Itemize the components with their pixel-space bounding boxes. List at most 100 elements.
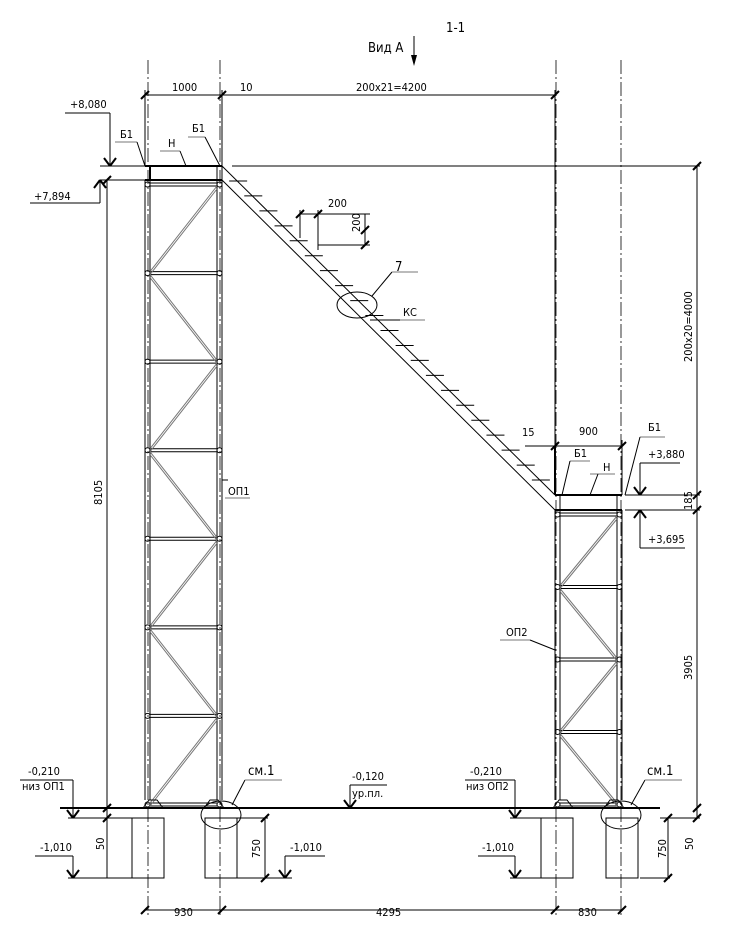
op1-diagonal [149, 628, 218, 715]
op1-diagonal [149, 539, 218, 627]
op1-node [216, 712, 223, 719]
label-op1: ОП1 [228, 485, 250, 498]
op1-node [216, 358, 223, 365]
leader [231, 779, 246, 806]
op2-diagonal [559, 588, 618, 659]
op1-diagonal [149, 451, 218, 538]
level-arrow [278, 869, 286, 879]
leader [529, 639, 556, 651]
op2-diagonal [559, 518, 618, 589]
view-label: Вид А [368, 41, 403, 56]
op1-base-plate [142, 799, 164, 809]
level-arrow [639, 486, 647, 496]
level-floor: -0,120 [352, 770, 384, 783]
op1-node [144, 535, 151, 542]
level-arrow [72, 869, 80, 879]
op2-diagonal [559, 660, 618, 731]
level-found-left-2: -1,010 [290, 841, 322, 854]
level-op1-top: +8,080 [70, 98, 107, 111]
op1-node [144, 624, 151, 631]
label-ladder: КС [403, 306, 417, 319]
label-b1-d: Б1 [648, 421, 661, 434]
dim-4295: 4295 [376, 906, 401, 919]
op1-node [216, 447, 223, 454]
dim-steps: 200x21=4200 [356, 81, 427, 94]
level-op1-bottom-note: низ ОП1 [22, 780, 65, 793]
level-arrow [349, 799, 357, 809]
dim-750-right: 750 [656, 839, 669, 858]
leader [561, 460, 571, 496]
level-op2-top: +3,880 [648, 448, 685, 461]
dim-tick [617, 905, 627, 915]
dim-8105: 8105 [92, 480, 105, 505]
op2-node [554, 584, 561, 590]
op2-node [554, 656, 561, 663]
op2-diagonal [559, 515, 618, 586]
dim-10: 10 [240, 81, 253, 94]
level-arrow [514, 869, 522, 879]
op1-node [216, 535, 223, 542]
detail-circle [600, 800, 642, 830]
op2-node [616, 729, 623, 735]
op2-diagonal [559, 591, 618, 662]
level-arrow [343, 799, 351, 809]
level-arrow [93, 179, 101, 189]
section-title: 1-1 [446, 21, 465, 36]
op1-node [144, 712, 151, 719]
level-found-left-1: -1,010 [40, 841, 72, 854]
level-op1-cap: +7,894 [34, 190, 71, 203]
op1-diagonal [149, 542, 218, 630]
structure [20, 36, 702, 915]
level-arrow [99, 179, 107, 189]
callout-7: 7 [395, 260, 402, 275]
op2-node [554, 729, 561, 735]
op1-node [144, 181, 151, 188]
dim-tick [550, 441, 560, 451]
dim-900: 900 [579, 425, 598, 438]
level-arrow [66, 809, 74, 819]
dim-tick [140, 905, 150, 915]
dim-930: 930 [174, 906, 193, 919]
dim-15: 15 [522, 426, 535, 439]
op2-diagonal [559, 663, 618, 734]
op1-base-plate [203, 799, 225, 809]
leader [624, 436, 641, 496]
op1-diagonal [149, 274, 218, 361]
op2-node [616, 656, 623, 663]
op1-node [144, 447, 151, 454]
leader [179, 150, 187, 167]
op1-diagonal [149, 188, 218, 275]
level-arrow [72, 809, 80, 819]
op1-node [216, 270, 223, 277]
dim-tick [692, 803, 702, 813]
op1-diagonal [149, 631, 218, 718]
op1-diagonal [149, 454, 218, 541]
dim-750-left: 750 [250, 839, 263, 858]
leader [589, 473, 599, 496]
label-n-2: Н [603, 461, 610, 474]
op1-diagonal [149, 717, 218, 804]
dim-step-w: 200 [328, 197, 347, 210]
level-arrow [508, 809, 516, 819]
level-arrow [633, 509, 641, 519]
dim-830: 830 [578, 906, 597, 919]
callout-7-ellipse [336, 291, 378, 319]
op1-node [144, 270, 151, 277]
label-n-1: Н [168, 137, 175, 150]
level-arrow [109, 157, 117, 167]
label-b1-c: Б1 [574, 447, 587, 460]
label-see1-a: см.1 [248, 764, 274, 779]
level-op2-bottom: -0,210 [470, 765, 502, 778]
op1-node [216, 624, 223, 631]
view-arrow-head [411, 55, 417, 66]
label-b1-a: Б1 [120, 128, 133, 141]
op2-diagonal [559, 736, 618, 807]
op1-diagonal [149, 362, 218, 450]
level-op2-bottom-note: низ ОП2 [466, 780, 509, 793]
level-op2-cap: +3,695 [648, 533, 685, 546]
leader [204, 136, 221, 167]
dim-1000: 1000 [172, 81, 197, 94]
detail-circle [200, 800, 242, 830]
label-see1-b: см.1 [647, 764, 673, 779]
